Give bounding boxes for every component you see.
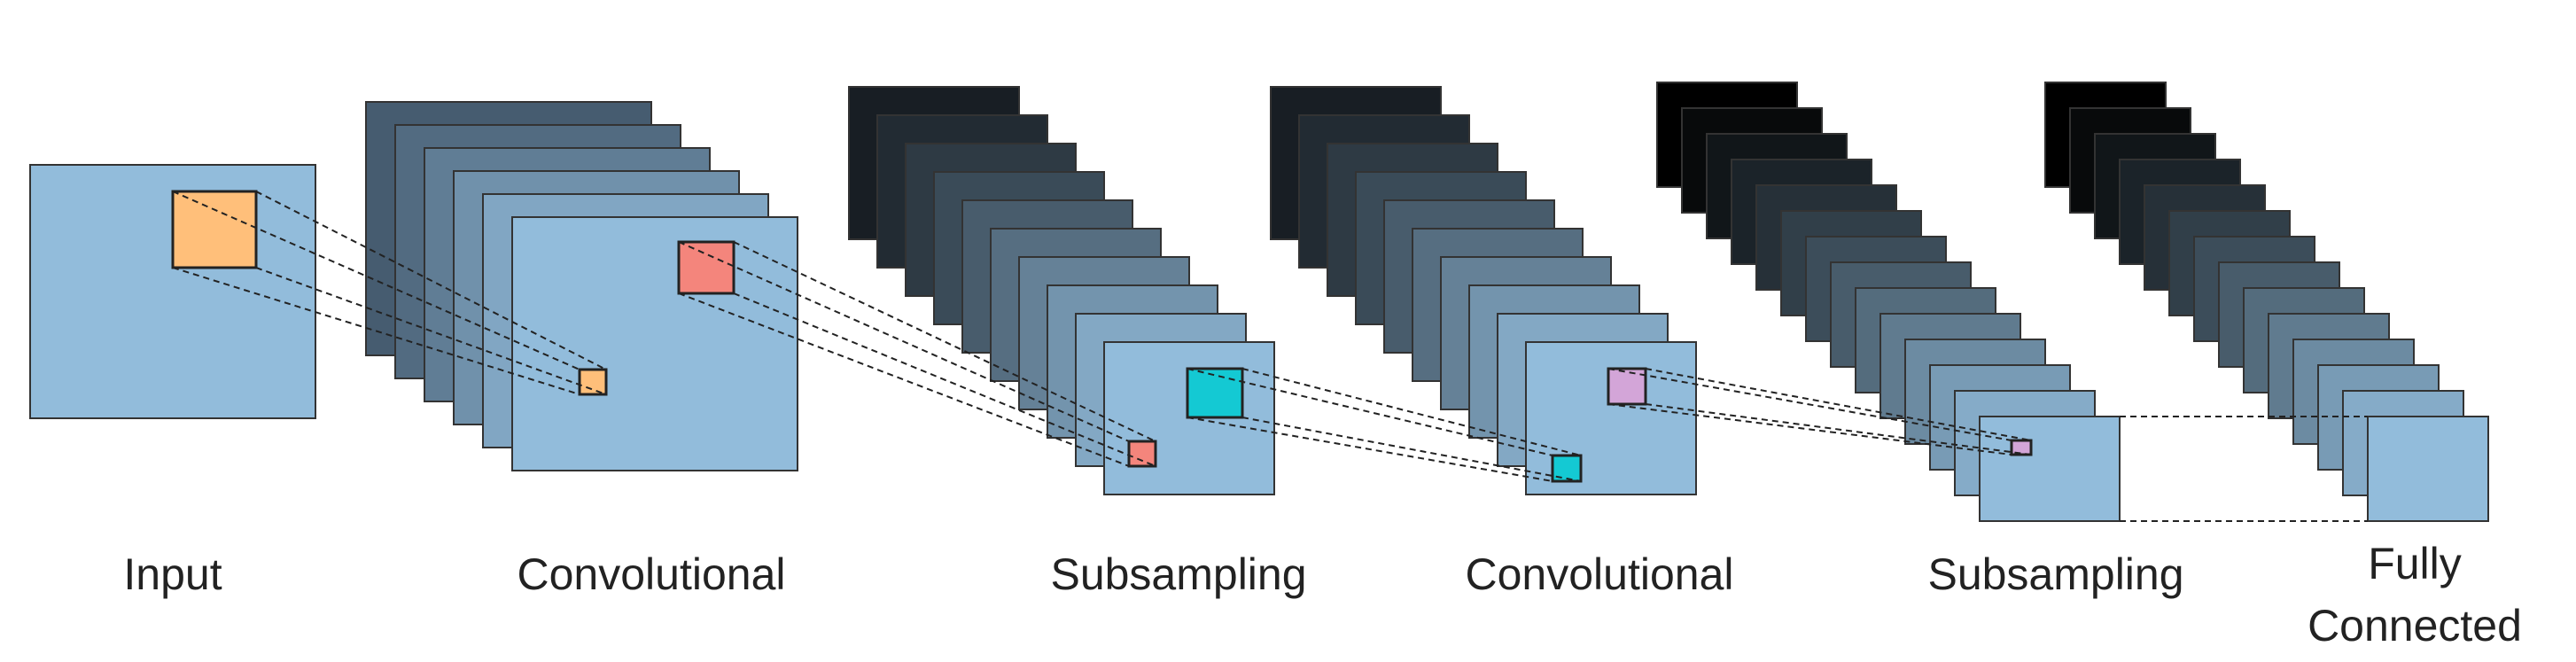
sub2-target-patch (2010, 439, 2033, 456)
receptive-field-patches (171, 190, 2033, 483)
connector-conv2-sub2-line-br (1645, 403, 2032, 456)
connector-sub1-conv2-line-bl (1187, 417, 1553, 482)
feature-map-stacks (29, 82, 2489, 522)
connector-conv2-sub2-line-tr (1645, 368, 2032, 441)
stack-subsampling_1 (848, 86, 1275, 495)
connector-input-conv1-line-br (255, 267, 607, 395)
connector-conv2-sub2-line-tl (1607, 368, 2012, 441)
connector-sub1-conv2-line-tl (1187, 368, 1553, 456)
sub1-patch (1186, 367, 1244, 419)
input-patch (171, 190, 258, 269)
label-convolutional-1: Convolutional (517, 549, 786, 599)
conv1-target-patch (578, 368, 608, 396)
connector-sub1-conv2-line-br (1241, 417, 1582, 482)
label-subsampling-1: Subsampling (1050, 549, 1307, 599)
dashed-connectors (172, 191, 2368, 522)
connector-conv1-sub1-line-tr (733, 241, 1156, 442)
connector-sub1-conv2-line-tr (1241, 368, 1582, 456)
label-fully-connected-line1: Fully (2368, 539, 2462, 588)
connector-conv2-sub2-line-bl (1607, 403, 2012, 456)
label-fully-connected-line2: Connected (2308, 601, 2522, 650)
conv1-patch (677, 240, 735, 295)
feature-map-fully_connected-0 (2367, 416, 2489, 522)
connector-input-conv1-line-tr (255, 191, 607, 370)
stack-convolutional_2 (1270, 86, 1697, 495)
label-input: Input (123, 549, 222, 599)
stack-fully_connected (2044, 82, 2489, 522)
stack-subsampling_2 (1656, 82, 2121, 522)
conv2-patch (1607, 367, 1647, 406)
connector-conv1-sub1-line-br (733, 292, 1156, 467)
stack-convolutional_1 (365, 101, 798, 471)
connector-input-conv1-line-bl (172, 267, 580, 395)
feature-map-convolutional_1-0 (511, 216, 798, 471)
label-subsampling-2: Subsampling (1927, 549, 2184, 599)
connector-conv1-sub1-line-bl (678, 292, 1130, 467)
connector-conv1-sub1-line-tl (678, 241, 1130, 442)
sub1-target-patch (1127, 440, 1157, 468)
label-convolutional-2: Convolutional (1465, 549, 1734, 599)
feature-map-subsampling_2-0 (1979, 416, 2121, 522)
